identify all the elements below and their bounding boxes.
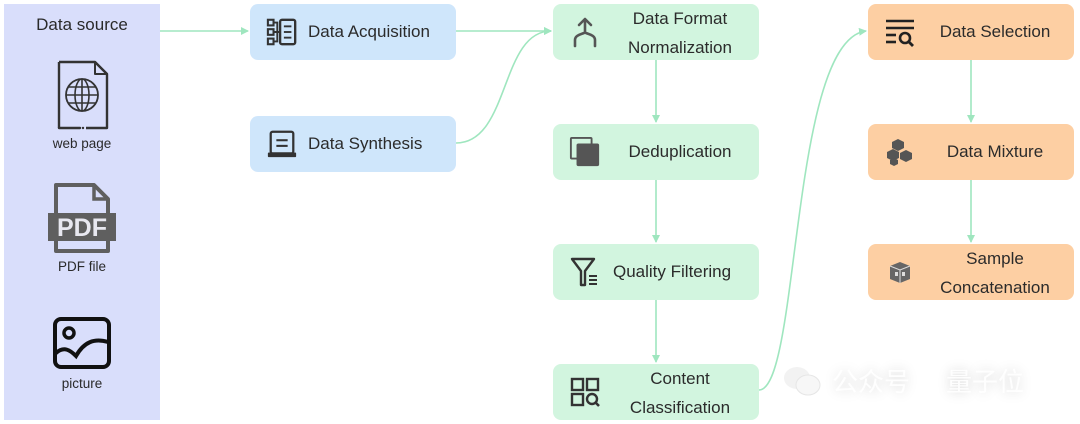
filter-icon [569, 256, 601, 288]
node-text: Data Format Normalization [607, 4, 753, 62]
data-source-panel: Data source web page PDF PDF file [4, 4, 160, 420]
edge-classification-to-selection [758, 27, 867, 391]
pdf-badge-text: PDF [57, 214, 107, 242]
node-label-line2: Normalization [628, 38, 732, 57]
node-text: Sample Concatenation [922, 244, 1068, 302]
node-data-mixture[interactable]: Data Mixture [868, 124, 1074, 180]
node-label-line2: Classification [629, 398, 731, 417]
node-data-format-normalization[interactable]: Data Format Normalization [553, 4, 759, 60]
list-search-icon [884, 16, 916, 48]
node-deduplication[interactable]: Deduplication [553, 124, 759, 180]
source-picture: picture [4, 316, 160, 391]
source-label: PDF file [57, 259, 106, 274]
data-synthesis-icon [266, 128, 298, 160]
package-icon [884, 256, 916, 288]
source-pdf-file: PDF PDF file [4, 183, 160, 274]
picture-icon [53, 317, 111, 369]
node-label: Deduplication [628, 142, 732, 161]
hexagons-icon [884, 136, 916, 168]
node-quality-filtering[interactable]: Quality Filtering [553, 244, 759, 300]
node-label-line1: Data Format [632, 9, 728, 28]
watermark-text-2: 量子位 [946, 368, 1025, 398]
data-acquisition-icon [266, 16, 298, 48]
node-label-line1: Content [650, 369, 710, 388]
node-sample-concatenation[interactable]: Sample Concatenation [868, 244, 1074, 300]
watermark: 公众号 量子位 [782, 362, 1024, 399]
node-label: Data Selection [939, 22, 1051, 41]
node-label: Data Mixture [946, 142, 1044, 161]
source-web-page: web page [4, 60, 160, 151]
node-label: Data Acquisition [308, 22, 430, 41]
node-data-synthesis[interactable]: Data Synthesis [250, 116, 456, 172]
node-label: Quality Filtering [613, 262, 732, 281]
edge-synthesis-to-normalization [455, 27, 552, 144]
grid-search-icon [569, 376, 601, 408]
watermark-text-1: 公众号 [832, 368, 911, 398]
node-content-classification[interactable]: Content Classification [553, 364, 759, 420]
wechat-icon [782, 365, 822, 397]
source-label: picture [61, 376, 103, 391]
node-label: Data Synthesis [308, 134, 423, 153]
source-label: web page [52, 136, 112, 151]
node-text: Content Classification [607, 364, 753, 422]
pdf-file-icon: PDF [48, 183, 116, 253]
data-source-title: Data source [36, 15, 128, 34]
node-data-acquisition[interactable]: Data Acquisition [250, 4, 456, 60]
node-data-selection[interactable]: Data Selection [868, 4, 1074, 60]
duplicate-icon [569, 136, 601, 168]
merge-arrow-icon [569, 16, 601, 48]
node-label-line1: Sample [966, 249, 1024, 268]
web-page-icon [57, 60, 109, 130]
node-label-line2: Concatenation [940, 278, 1050, 297]
